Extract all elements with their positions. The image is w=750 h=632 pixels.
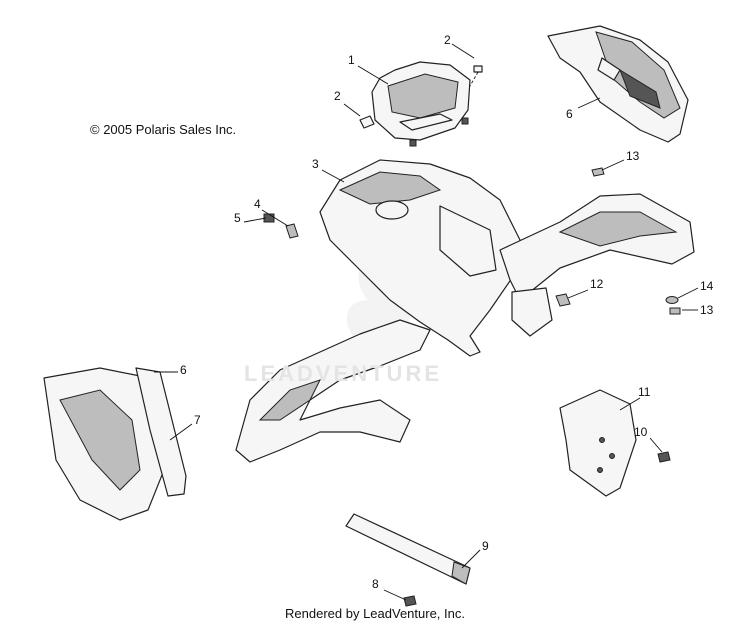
callout-6-upper: 6 (566, 107, 573, 121)
copyright-text: © 2005 Polaris Sales Inc. (90, 122, 237, 137)
watermark-text: LEADVENTURE (244, 361, 443, 386)
leader-3 (321, 169, 345, 183)
callout-2b: 2 (334, 89, 341, 103)
leader-14 (677, 287, 699, 299)
screw-part-2b (359, 115, 375, 129)
headlight-pod-part (371, 61, 471, 147)
leader-2a (451, 43, 475, 59)
screw-part-13a (591, 167, 605, 177)
footer-credit: Rendered by LeadVenture, Inc. (285, 606, 465, 621)
leader-11 (619, 397, 641, 411)
callout-6-lower: 6 (180, 363, 187, 377)
heat-shield-part (345, 513, 471, 585)
rear-fender-part (499, 193, 695, 337)
leader-12 (567, 289, 589, 299)
leader-10 (649, 437, 663, 453)
leader-6-upper (577, 97, 601, 109)
leader-8 (383, 589, 407, 601)
lower-fender-part (235, 319, 431, 463)
callout-11: 11 (638, 385, 651, 399)
callout-3: 3 (312, 157, 319, 171)
screw-part-2a (469, 65, 483, 87)
washer-part-14 (665, 296, 679, 304)
callout-5: 5 (234, 211, 241, 225)
clip-part-12 (555, 293, 571, 307)
leader-7 (169, 423, 193, 441)
leader-5 (243, 217, 267, 223)
front-side-panel-part (43, 367, 165, 521)
screw-part-10 (657, 451, 671, 463)
clip-part-4 (285, 223, 299, 239)
callout-2a: 2 (444, 33, 451, 47)
bracket-plate-part (559, 389, 637, 497)
leader-1 (357, 65, 389, 85)
callout-12: 12 (590, 277, 604, 291)
callout-8: 8 (372, 577, 379, 591)
callout-14: 14 (700, 279, 714, 293)
callout-4: 4 (254, 197, 261, 211)
screw-part-8 (403, 595, 417, 607)
leader-13a (601, 159, 625, 171)
callout-10: 10 (634, 425, 648, 439)
callout-13a: 13 (626, 149, 640, 163)
callout-7: 7 (194, 413, 201, 427)
rear-side-panel-part (547, 25, 689, 143)
leader-9 (461, 549, 481, 569)
screw-part-13b (669, 307, 681, 315)
leader-2b (343, 103, 361, 117)
leader-4 (261, 209, 289, 227)
front-fender-body-part (319, 159, 521, 357)
callout-13b: 13 (700, 303, 714, 317)
callout-1: 1 (348, 53, 355, 67)
callout-9: 9 (482, 539, 489, 553)
